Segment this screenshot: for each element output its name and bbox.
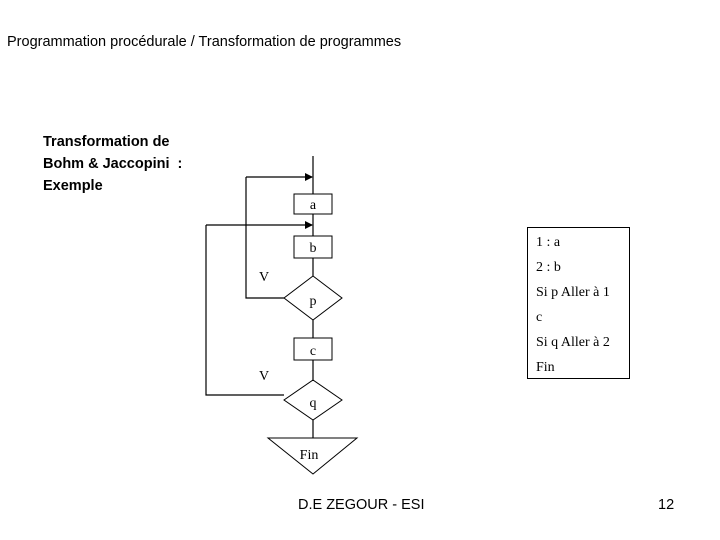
subtitle-line-2: Bohm & Jaccopini : <box>43 156 183 172</box>
decision-p-diamond <box>283 275 343 321</box>
loop-p-to-a <box>245 177 284 299</box>
code-line-5: Si q Aller à 2 <box>536 335 610 350</box>
branch-label-q-true: V <box>259 369 269 384</box>
slide-header: Programmation procédurale / Transformati… <box>7 34 402 50</box>
end-fin-label: Fin <box>300 448 319 463</box>
code-line-2: 2 : b <box>536 260 561 275</box>
subtitle-line-3: Exemple <box>43 178 103 194</box>
node-b-box <box>293 235 333 259</box>
page-number: 12 <box>658 497 675 513</box>
branch-label-p-true: V <box>259 270 269 285</box>
loop-q-to-b <box>205 225 284 396</box>
node-c-box <box>293 337 333 361</box>
code-line-1: 1 : a <box>536 235 561 250</box>
code-line-4: c <box>536 310 543 325</box>
decision-q-diamond <box>283 379 343 421</box>
decision-q-label: q <box>310 396 317 411</box>
node-a-label: a <box>310 198 317 213</box>
node-b-label: b <box>310 241 317 256</box>
footer-author: D.E ZEGOUR - ESI <box>298 497 425 513</box>
code-line-6: Fin <box>536 360 555 375</box>
node-a-box <box>293 193 333 215</box>
end-fin-triangle <box>266 437 359 475</box>
node-c-label: c <box>310 344 316 359</box>
code-line-3: Si p Aller à 1 <box>536 285 610 300</box>
subtitle-line-1: Transformation de <box>43 134 170 150</box>
slide-subtitle: Transformation de Bohm & Jaccopini : Exe… <box>43 131 182 197</box>
decision-p-label: p <box>310 294 317 309</box>
code-listing-box: 1 : a 2 : b Si p Aller à 1 c Si q Aller … <box>527 227 630 379</box>
